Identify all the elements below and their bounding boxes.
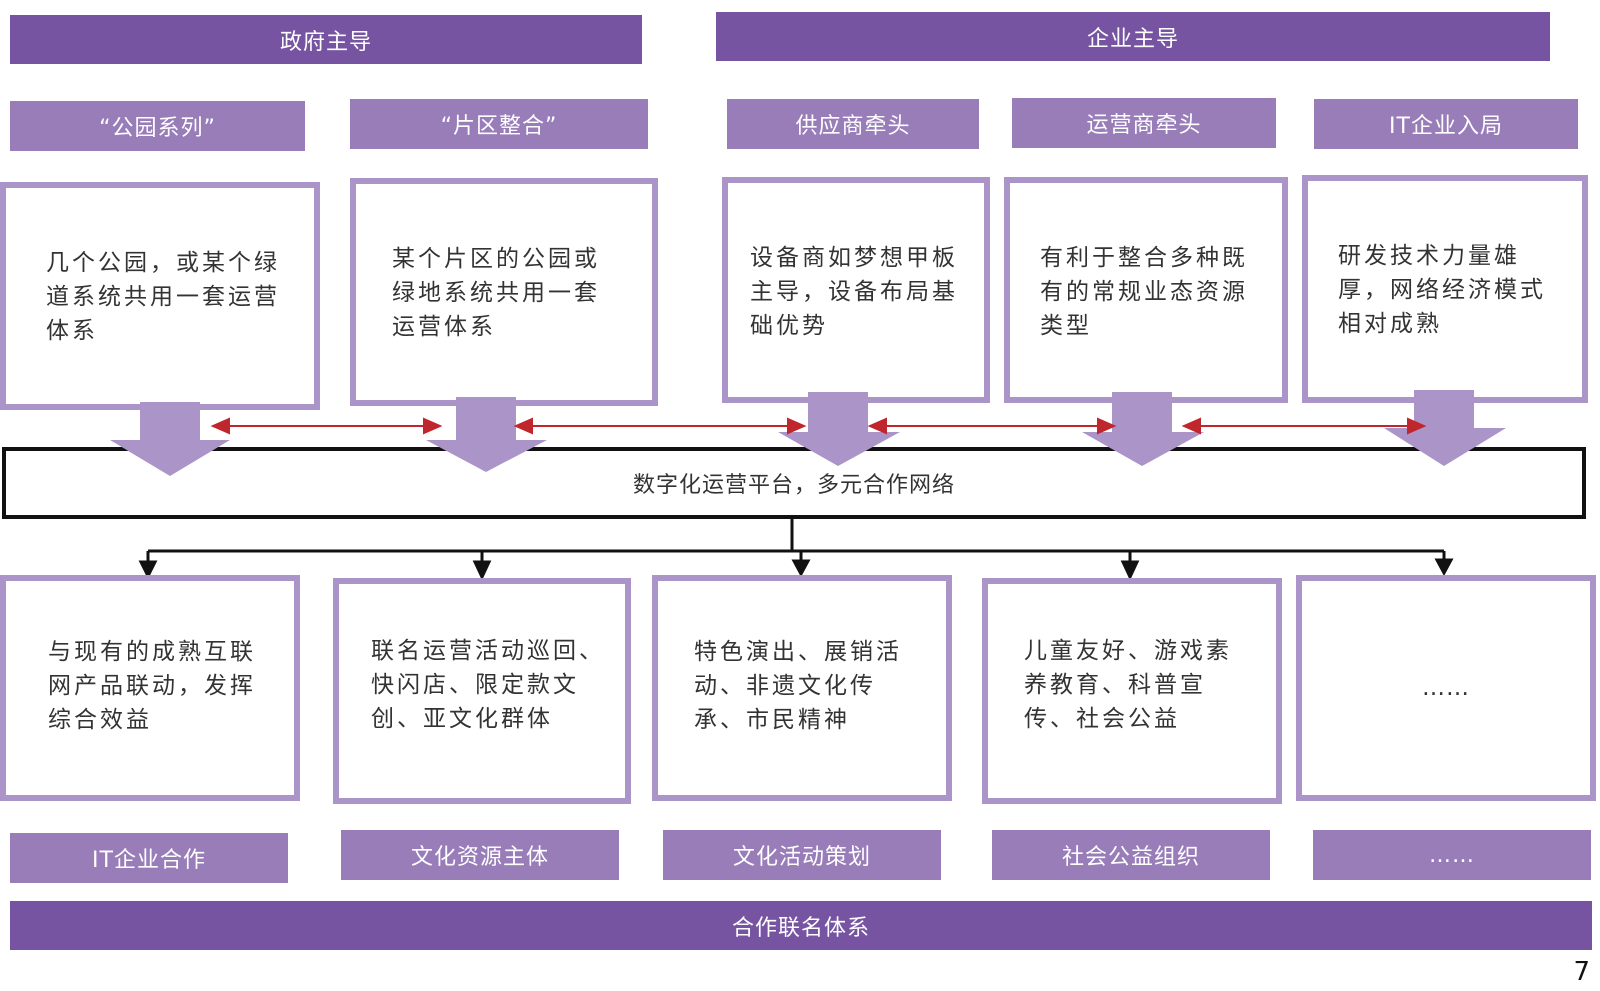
bidirectional-arrow-icon: [1181, 417, 1427, 435]
mode-label-it: IT企业入局: [1314, 99, 1578, 149]
outcome-label-public-welfare: 社会公益组织: [992, 830, 1270, 880]
outcome-desc: ……: [1422, 675, 1470, 701]
mode-box-park-series: 几个公园，或某个绿道系统共用一套运营体系: [0, 182, 320, 410]
mode-desc: 设备商如梦想甲板主导，设备布局基础优势: [750, 245, 958, 339]
mode-label-district: “片区整合”: [350, 99, 648, 149]
gov-led-label: 政府主导: [279, 29, 372, 55]
mode-box-it: 研发技术力量雄厚，网络经济模式相对成熟: [1302, 175, 1588, 403]
outcome-desc: 与现有的成熟互联网产品联动，发挥综合效益: [48, 639, 256, 733]
mode-box-district: 某个片区的公园或绿地系统共用一套运营体系: [350, 178, 658, 406]
outcome-label-more: ……: [1313, 830, 1591, 880]
outcome-label-text: 社会公益组织: [1061, 845, 1200, 870]
arrow-down-icon: [472, 560, 492, 581]
outcome-box-culture-resources: 联名运营活动巡回、快闪店、限定款文创、亚文化群体: [333, 578, 631, 804]
gov-led-header: 政府主导: [10, 15, 642, 64]
outcome-label-it: IT企业合作: [10, 833, 288, 883]
page-number: 7: [1573, 957, 1590, 987]
arrow-down-icon: [1434, 558, 1454, 577]
outcome-desc: 联名运营活动巡回、快闪店、限定款文创、亚文化群体: [371, 638, 605, 732]
mode-label-supplier: 供应商牵头: [727, 99, 979, 149]
outcome-box-culture-events: 特色演出、展销活动、非遗文化传承、市民精神: [652, 575, 952, 801]
mode-label-text: 运营商牵头: [1086, 113, 1202, 138]
digital-platform-box: 数字化运营平台，多元合作网络: [2, 447, 1586, 519]
bidirectional-arrow-icon: [867, 417, 1117, 435]
enterprise-led-label: 企业主导: [1086, 26, 1179, 52]
footer-label: 合作联名体系: [731, 915, 870, 941]
mode-label-operator: 运营商牵头: [1012, 98, 1276, 148]
outcome-label-culture-resources: 文化资源主体: [341, 830, 619, 880]
outcome-label-text: 文化活动策划: [732, 845, 871, 870]
mode-desc: 几个公园，或某个绿道系统共用一套运营体系: [46, 250, 280, 344]
mode-label-text: “公园系列”: [99, 116, 216, 141]
mode-label-text: “片区整合”: [440, 114, 558, 139]
mode-desc: 有利于整合多种既有的常规业态资源类型: [1040, 245, 1248, 339]
outcome-label-text: ……: [1429, 842, 1475, 868]
platform-label: 数字化运营平台，多元合作网络: [632, 473, 955, 498]
cooperation-system-footer: 合作联名体系: [10, 901, 1592, 950]
arrow-down-icon: [1120, 560, 1140, 581]
mode-box-supplier: 设备商如梦想甲板主导，设备布局基础优势: [722, 177, 990, 403]
mode-label-text: 供应商牵头: [795, 114, 911, 139]
mode-label-park-series: “公园系列”: [10, 101, 305, 151]
mode-label-text: IT企业入局: [1389, 114, 1503, 139]
mode-desc: 某个片区的公园或绿地系统共用一套运营体系: [392, 246, 600, 340]
bidirectional-arrow-icon: [513, 417, 807, 435]
outcome-desc: 特色演出、展销活动、非遗文化传承、市民精神: [694, 639, 902, 733]
arrow-down-icon: [791, 559, 811, 578]
mode-box-operator: 有利于整合多种既有的常规业态资源类型: [1004, 177, 1288, 403]
outcome-desc: 儿童友好、游戏素养教育、科普宣传、社会公益: [1024, 638, 1232, 732]
bidirectional-arrow-icon: [210, 417, 443, 435]
outcome-box-it: 与现有的成熟互联网产品联动，发挥综合效益: [0, 575, 300, 801]
outcome-box-more: ……: [1296, 575, 1596, 801]
enterprise-led-header: 企业主导: [716, 12, 1550, 61]
outcome-label-text: IT企业合作: [92, 848, 206, 873]
outcome-label-text: 文化资源主体: [410, 845, 549, 870]
arrow-down-icon: [138, 560, 158, 580]
outcome-box-public-welfare: 儿童友好、游戏素养教育、科普宣传、社会公益: [982, 578, 1282, 804]
mode-desc: 研发技术力量雄厚，网络经济模式相对成熟: [1338, 243, 1546, 337]
outcome-label-culture-events: 文化活动策划: [663, 830, 941, 880]
